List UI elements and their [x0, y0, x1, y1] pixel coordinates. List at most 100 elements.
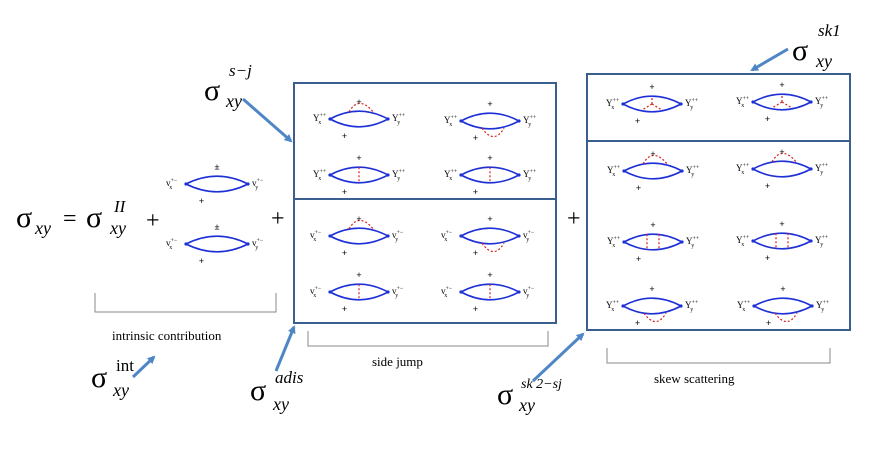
- label-Yx: Υ++x: [607, 236, 621, 249]
- svg-text:+: +: [473, 304, 478, 314]
- svg-text:+: +: [487, 99, 492, 109]
- svg-text:+: +: [214, 162, 219, 172]
- bubble-diagram: [459, 283, 521, 301]
- sigma-adis-sup: adis: [275, 368, 304, 387]
- svg-text:−: −: [214, 224, 219, 234]
- sigma-int-sub: xy: [113, 380, 129, 400]
- svg-text:+: +: [214, 222, 219, 232]
- label-Yy: Υ++y: [523, 169, 537, 182]
- sigma-lhs: σ: [16, 201, 33, 234]
- svg-text:+: +: [779, 147, 784, 157]
- label-vy: v+−y: [252, 178, 264, 191]
- svg-text:+: +: [650, 149, 655, 159]
- svg-text:+: +: [342, 248, 347, 258]
- svg-text:+: +: [473, 248, 478, 258]
- svg-text:+: +: [765, 253, 770, 263]
- bubble-diagram: [328, 166, 390, 184]
- arrow-sj: [242, 97, 293, 143]
- bubble-diagram: [328, 283, 390, 301]
- plus-sign-3: +: [567, 206, 581, 232]
- sigma-term1-sub: xy: [110, 218, 126, 238]
- svg-text:+: +: [636, 183, 641, 193]
- bubble-diagram: [751, 152, 813, 178]
- bubble-diagram: [459, 227, 521, 253]
- label-Yy: Υ++y: [815, 235, 829, 248]
- bubble-diagram: [621, 297, 683, 323]
- label-Yx: Υ++x: [444, 169, 458, 182]
- bubble-diagram: [328, 102, 390, 128]
- label-vx: v+−x: [166, 238, 178, 251]
- label-Yy: Υ++y: [686, 236, 700, 249]
- label-Yy: Υ++y: [815, 96, 829, 109]
- bubble-diagram: [621, 95, 683, 113]
- sigma-lhs-sub: xy: [35, 218, 51, 238]
- frame-skew-top: [586, 73, 851, 142]
- bubble-diagram: [622, 154, 684, 180]
- bubble-diagram: [459, 112, 521, 138]
- svg-text:+: +: [356, 270, 361, 280]
- svg-text:+: +: [356, 153, 361, 163]
- label-Yy: Υ++y: [685, 98, 699, 111]
- svg-text:+: +: [473, 187, 478, 197]
- frame-skew-bottom: [586, 140, 851, 331]
- svg-text:+: +: [779, 219, 784, 229]
- label-side-jump: side jump: [372, 354, 423, 369]
- sigma-int: σ: [91, 361, 108, 394]
- svg-text:+: +: [199, 196, 204, 206]
- label-vy: v+−y: [523, 286, 535, 299]
- label-Yx: Υ++x: [444, 115, 458, 128]
- svg-text:+: +: [342, 187, 347, 197]
- bracket-skew: [606, 348, 831, 364]
- arrow-adis: [274, 325, 296, 372]
- sigma-int-sup: int: [116, 356, 134, 375]
- label-intrinsic: intrinsic contribution: [112, 328, 222, 343]
- sigma-sk2: σ: [497, 378, 514, 411]
- svg-text:+: +: [199, 256, 204, 266]
- svg-text:+: +: [649, 82, 654, 92]
- label-Yy: Υ++y: [685, 300, 699, 313]
- bubble-diagram: [184, 175, 250, 193]
- label-vy: v+−y: [523, 230, 535, 243]
- sigma-sj: σ: [204, 74, 221, 107]
- frame-side-jump-bottom: [293, 198, 557, 324]
- svg-text:+: +: [635, 116, 640, 126]
- sigma-sk1-sub: xy: [816, 51, 832, 71]
- svg-text:+: +: [780, 284, 785, 294]
- label-Yx: Υ++x: [607, 165, 621, 178]
- label-skew-scattering: skew scattering: [654, 371, 735, 386]
- sigma-term1-sup: II: [114, 197, 126, 216]
- bubble-diagram: [459, 166, 521, 184]
- bubble-diagram: [751, 93, 813, 111]
- svg-text:+: +: [342, 304, 347, 314]
- label-Yx: Υ++x: [606, 300, 620, 313]
- bubble-diagram: [328, 219, 390, 245]
- label-Yx: Υ++x: [313, 169, 327, 182]
- svg-text:+: +: [650, 220, 655, 230]
- arrow-int: [131, 355, 156, 379]
- label-Yx: Υ++x: [736, 96, 750, 109]
- frame-side-jump-top: [293, 82, 557, 200]
- label-Yy: Υ++y: [815, 163, 829, 176]
- arrow-sk1: [750, 47, 789, 72]
- label-vy: v+−y: [392, 286, 404, 299]
- svg-text:+: +: [779, 80, 784, 90]
- svg-text:+: +: [765, 181, 770, 191]
- svg-text:+: +: [487, 153, 492, 163]
- bracket-intrinsic: [94, 293, 277, 313]
- label-Yx: Υ++x: [736, 163, 750, 176]
- label-Yx: Υ++x: [313, 113, 327, 126]
- label-Yy: Υ++y: [392, 113, 406, 126]
- label-Yx: Υ++x: [736, 235, 750, 248]
- sigma-adis-sub: xy: [273, 394, 289, 414]
- label-Yy: Υ++y: [392, 169, 406, 182]
- svg-text:+: +: [649, 284, 654, 294]
- label-Yx: Υ++x: [606, 98, 620, 111]
- plus-sign-1: +: [146, 208, 160, 234]
- label-Yy: Υ++y: [686, 165, 700, 178]
- svg-text:+: +: [356, 97, 361, 107]
- svg-text:+: +: [636, 254, 641, 264]
- equals-sign: =: [63, 206, 77, 232]
- bubble-diagram: [184, 235, 250, 253]
- label-vx: v+−x: [441, 286, 453, 299]
